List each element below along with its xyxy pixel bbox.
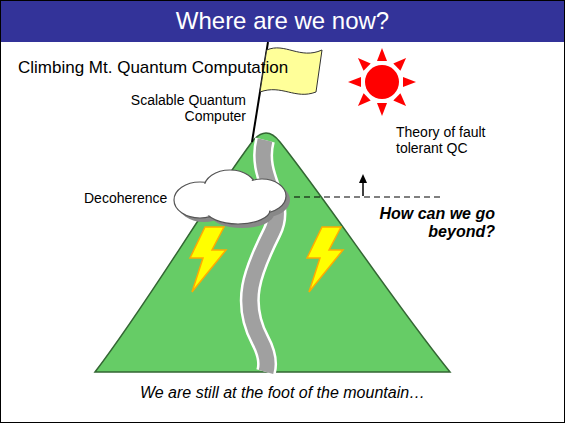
- up-arrow: [362, 182, 364, 196]
- sun-ray: [403, 77, 416, 87]
- road-edge: [250, 140, 277, 372]
- sun-label: Theory of fault tolerant QC: [396, 124, 521, 156]
- title-bar: [0, 0, 565, 42]
- lightning-bolt: [190, 227, 226, 292]
- up-arrow-head: [359, 174, 367, 183]
- lightning-bolt: [307, 227, 343, 292]
- cloud: [174, 170, 290, 228]
- slide-title: Where are we now?: [0, 7, 565, 35]
- sun-disc: [365, 65, 399, 99]
- sun-ray: [393, 54, 409, 70]
- sun-ray: [377, 48, 387, 61]
- sun-ray: [393, 93, 409, 109]
- climb-heading: Climbing Mt. Quantum Computation: [18, 58, 288, 78]
- road: [250, 140, 277, 372]
- threshold-line: [294, 196, 442, 197]
- cloud-label: Decoherence: [84, 190, 167, 206]
- sun-ray: [348, 77, 361, 87]
- sun: [348, 48, 416, 116]
- mountain: [95, 133, 450, 372]
- sun-ray: [354, 54, 370, 70]
- callout-question: How can we go beyond?: [345, 205, 495, 242]
- sun-ray: [354, 93, 370, 109]
- caption: We are still at the foot of the mountain…: [0, 384, 565, 402]
- sun-ray: [377, 103, 387, 116]
- flag-label: Scalable Quantum Computer: [108, 92, 246, 124]
